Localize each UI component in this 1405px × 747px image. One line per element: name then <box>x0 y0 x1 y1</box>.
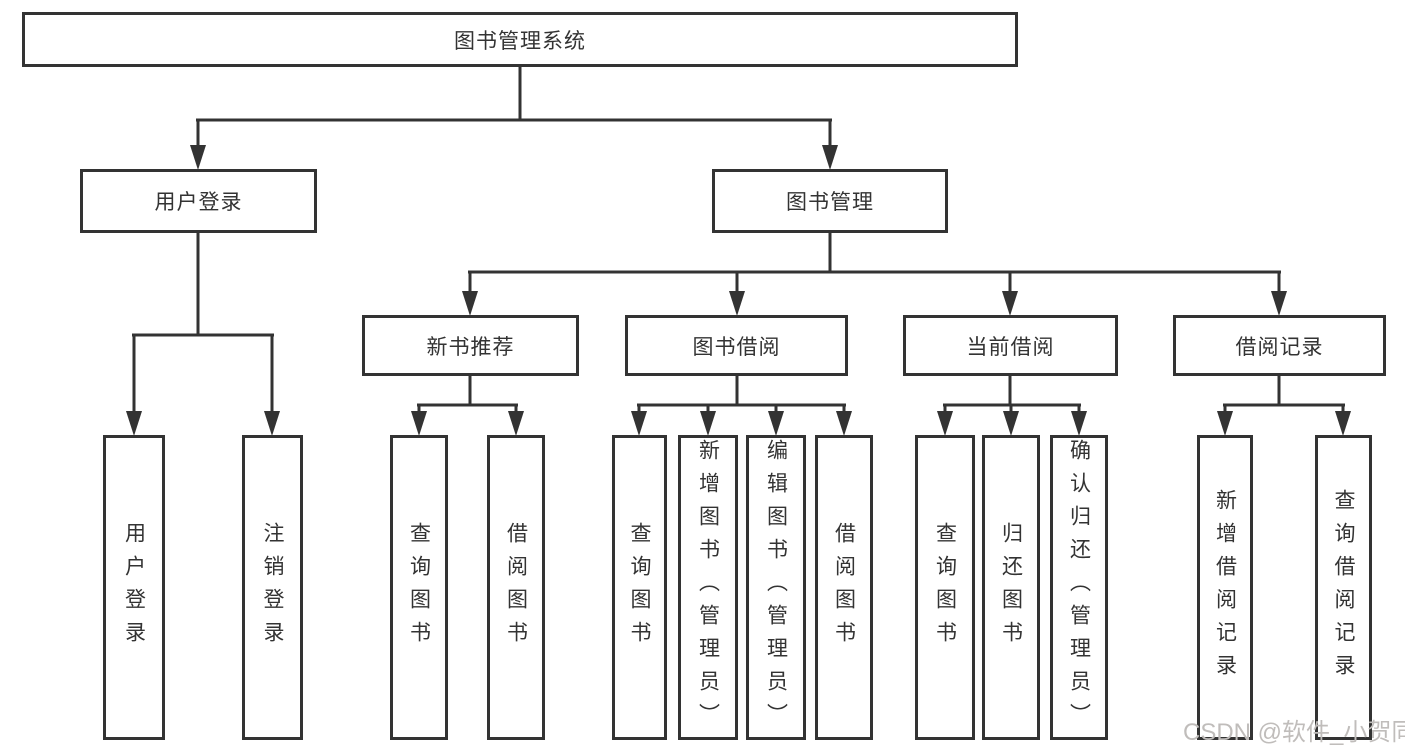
node-current-borrowing: 当前借阅 <box>903 315 1118 376</box>
leaf-add-borrow-record: 新增借阅记录 <box>1197 435 1253 740</box>
leaf-edit-books-admin: 编辑图书（管理员） <box>746 435 806 740</box>
leaf-query-borrow-record: 查询借阅记录 <box>1315 435 1372 740</box>
leaf-query-books-current: 查询图书 <box>915 435 975 740</box>
leaf-return-books: 归还图书 <box>982 435 1040 740</box>
leaf-query-books-borrow: 查询图书 <box>612 435 667 740</box>
leaf-logout: 注销登录 <box>242 435 303 740</box>
leaf-user-login: 用户登录 <box>103 435 165 740</box>
leaf-add-books-admin: 新增图书（管理员） <box>678 435 738 740</box>
node-borrowing-records: 借阅记录 <box>1173 315 1386 376</box>
leaf-borrow-books: 借阅图书 <box>815 435 873 740</box>
watermark: CSDN @软件_小贺同学 <box>1183 719 1405 746</box>
leaf-confirm-return-admin: 确认归还（管理员） <box>1050 435 1108 740</box>
leaf-borrow-books-recommend: 借阅图书 <box>487 435 545 740</box>
node-user-login-branch: 用户登录 <box>80 169 317 233</box>
node-new-book-recommend: 新书推荐 <box>362 315 579 376</box>
node-book-management-branch: 图书管理 <box>712 169 948 233</box>
node-library-management-system: 图书管理系统 <box>22 12 1018 67</box>
leaf-query-books-recommend: 查询图书 <box>390 435 448 740</box>
node-book-borrowing: 图书借阅 <box>625 315 848 376</box>
